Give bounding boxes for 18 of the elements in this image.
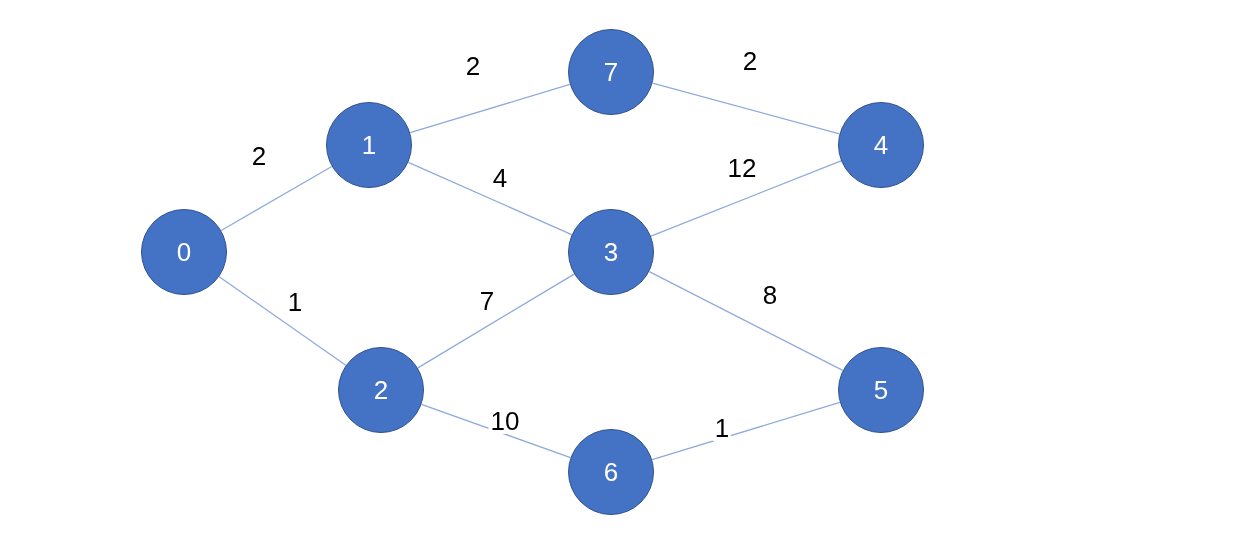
- node-circle: 6: [568, 429, 654, 515]
- connector-line: [650, 160, 842, 237]
- node-circle: 4: [838, 102, 924, 188]
- connector-line: [651, 401, 841, 461]
- connector-line: [651, 82, 841, 135]
- node-circle: 0: [141, 209, 227, 295]
- node-circle: 7: [568, 29, 654, 115]
- connector-line: [648, 270, 844, 372]
- connector-line: [218, 276, 347, 366]
- node-circle: 1: [326, 102, 412, 188]
- node-circle: 5: [838, 347, 924, 433]
- connector-line: [420, 403, 572, 459]
- connector-line: [220, 165, 333, 232]
- node-circle: 3: [568, 209, 654, 295]
- connector-line: [409, 83, 571, 134]
- connector-line: [407, 161, 573, 236]
- connector-line: [417, 273, 575, 369]
- node-circle: 2: [338, 347, 424, 433]
